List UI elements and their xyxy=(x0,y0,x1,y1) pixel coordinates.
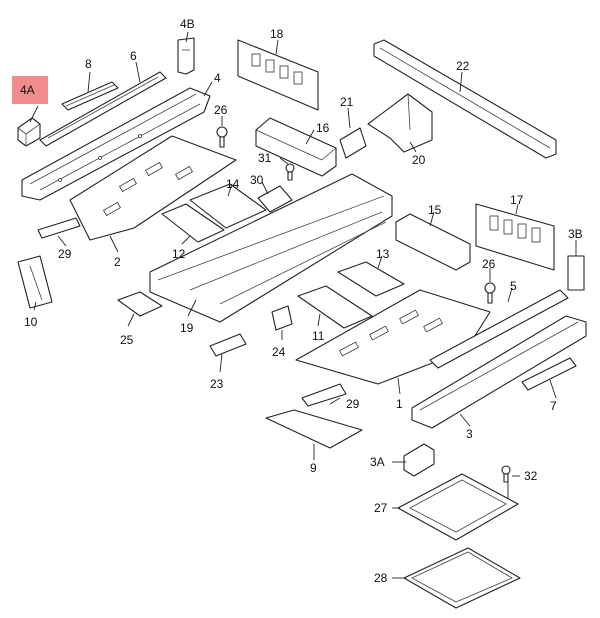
label-29a: 29 xyxy=(58,247,72,261)
label-4b: 4B xyxy=(180,17,195,31)
label-9: 9 xyxy=(310,461,317,475)
part-7-strip[interactable] xyxy=(521,357,577,391)
part-15-box-member[interactable] xyxy=(395,213,471,271)
leader-lines xyxy=(29,31,577,579)
label-29b: 29 xyxy=(346,397,360,411)
part-17-rear-panel[interactable] xyxy=(475,203,555,271)
part-23-bracket[interactable] xyxy=(209,333,247,357)
label-25: 25 xyxy=(120,333,134,347)
part-8-strip[interactable] xyxy=(61,81,119,111)
label-6: 6 xyxy=(130,49,137,63)
part-22-cross-beam[interactable] xyxy=(373,39,557,159)
label-3: 3 xyxy=(466,427,473,441)
part-26-bolt-upper[interactable] xyxy=(216,126,228,148)
label-28: 28 xyxy=(374,571,388,585)
label-4a: 4A xyxy=(20,83,35,97)
part-12-plate[interactable] xyxy=(161,203,225,243)
label-19: 19 xyxy=(180,321,194,335)
part-30-bracket[interactable] xyxy=(257,185,293,213)
label-15: 15 xyxy=(428,203,442,217)
part-29-strip-right[interactable] xyxy=(301,383,347,407)
label-22: 22 xyxy=(456,59,470,73)
part-1-floor-pan-right[interactable] xyxy=(295,289,491,385)
part-19-center-tunnel[interactable] xyxy=(149,173,393,323)
label-7: 7 xyxy=(550,399,557,413)
label-20: 20 xyxy=(412,153,426,167)
part-24-bracket[interactable] xyxy=(271,305,293,331)
part-28-seal[interactable] xyxy=(403,547,521,609)
part-27-cover[interactable] xyxy=(397,473,519,541)
part-5-sill-inner[interactable] xyxy=(429,289,569,369)
part-20-wedge[interactable] xyxy=(367,93,433,153)
label-14: 14 xyxy=(226,177,240,191)
part-4-sill[interactable] xyxy=(21,87,211,201)
part-18-rear-panel[interactable] xyxy=(237,39,319,111)
label-26a: 26 xyxy=(214,103,228,117)
label-32: 32 xyxy=(524,469,538,483)
label-10: 10 xyxy=(24,315,38,329)
label-8: 8 xyxy=(85,57,92,71)
part-16-box-member[interactable] xyxy=(255,117,337,177)
part-13-plate[interactable] xyxy=(337,261,405,297)
part-3-sill[interactable] xyxy=(411,315,587,429)
part-4b-bracket[interactable] xyxy=(177,37,195,75)
part-10-bracket[interactable] xyxy=(17,255,53,309)
label-3b: 3B xyxy=(568,227,583,241)
label-24: 24 xyxy=(272,345,286,359)
part-3b-bracket[interactable] xyxy=(567,255,585,291)
label-31: 31 xyxy=(258,151,272,165)
part-4a-end-cap[interactable] xyxy=(17,117,41,147)
callout-labels: 4A 8 6 4B 4 18 22 21 26 16 20 31 30 14 1… xyxy=(20,17,583,585)
label-30: 30 xyxy=(250,173,264,187)
label-1: 1 xyxy=(396,397,403,411)
part-26-bolt-lower[interactable] xyxy=(484,282,496,304)
label-23: 23 xyxy=(210,377,224,391)
label-12: 12 xyxy=(172,247,186,261)
label-27: 27 xyxy=(374,501,388,515)
label-18: 18 xyxy=(270,27,284,41)
label-17: 17 xyxy=(510,193,524,207)
part-31-bolt[interactable] xyxy=(285,163,295,181)
part-2-floor-pan-left[interactable] xyxy=(69,135,237,241)
label-4: 4 xyxy=(214,71,221,85)
part-3a-end-cap[interactable] xyxy=(403,443,435,477)
highlight-4a-box xyxy=(12,76,48,104)
label-11: 11 xyxy=(312,329,325,343)
part-6-sill-inner[interactable] xyxy=(39,71,167,147)
label-5: 5 xyxy=(510,279,517,293)
part-32-bolt[interactable] xyxy=(501,465,511,483)
part-29-strip-left[interactable] xyxy=(37,217,81,239)
label-13: 13 xyxy=(376,247,390,261)
label-21: 21 xyxy=(340,95,354,109)
part-9-crossmember[interactable] xyxy=(265,409,363,449)
part-14-plate[interactable] xyxy=(189,183,267,229)
label-16: 16 xyxy=(316,121,330,135)
label-2: 2 xyxy=(114,255,121,269)
label-26b: 26 xyxy=(482,257,496,271)
part-21-bracket[interactable] xyxy=(339,127,367,159)
part-25-plate[interactable] xyxy=(117,291,163,317)
label-3a: 3A xyxy=(370,455,385,469)
part-11-plate[interactable] xyxy=(297,285,373,329)
